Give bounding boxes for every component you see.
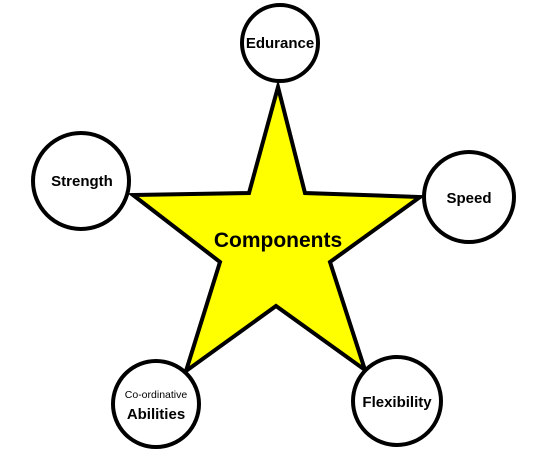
node-flexibility-label: Flexibility [362,394,432,411]
node-speed: Speed [422,150,516,244]
node-speed-circle [422,150,516,244]
node-strength: Strength [31,131,131,231]
node-coordinative-label-line1: Co-ordinative [125,389,188,401]
node-strength-label: Strength [51,173,113,190]
center-label: Components [214,229,342,252]
node-flexibility: Flexibility [351,355,443,447]
star-shape [127,79,426,377]
node-coordinative-circle [111,359,201,449]
node-coordinative-abilities: Co-ordinative Abilities [111,359,201,449]
node-speed-label: Speed [446,190,491,207]
node-coordinative-label-line2: Abilities [127,406,185,423]
node-endurance-label: Edurance [246,35,314,52]
node-flexibility-circle [351,355,443,447]
node-strength-circle [31,131,131,231]
node-endurance: Edurance [240,3,320,83]
node-endurance-circle [240,3,320,83]
